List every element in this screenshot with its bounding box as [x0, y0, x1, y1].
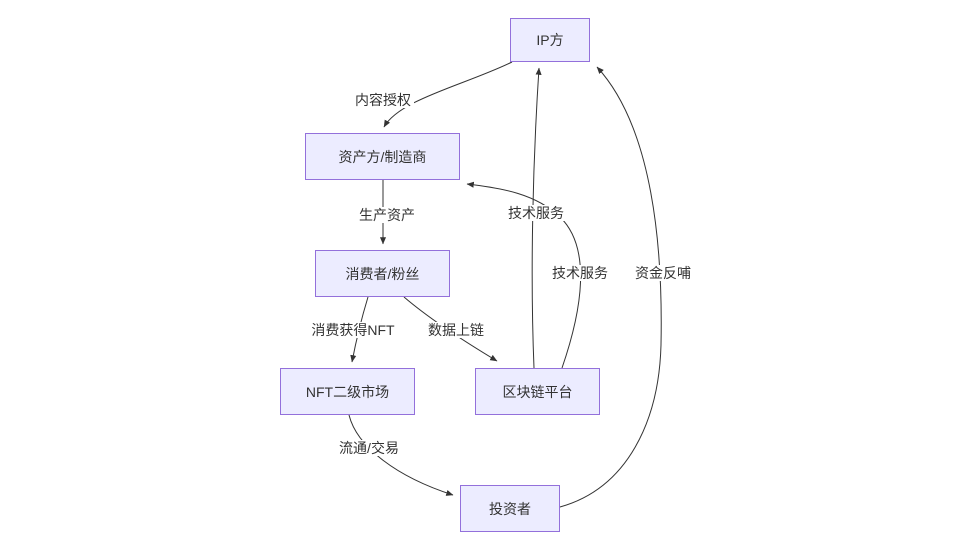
node-blockchain-platform: 区块链平台 [475, 368, 600, 415]
edge-label-trade: 流通/交易 [336, 440, 402, 456]
edge-label-tech-service-to-asset: 技术服务 [549, 265, 611, 281]
node-asset-manufacturer-label: 资产方/制造商 [338, 148, 427, 165]
node-investor-label: 投资者 [489, 500, 531, 517]
node-blockchain-platform-label: 区块链平台 [502, 383, 573, 400]
edge-label-produce-assets: 生产资产 [356, 207, 418, 223]
edge-label-funds-feedback: 资金反哺 [632, 265, 694, 281]
node-nft-secondary-market-label: NFT二级市场 [305, 383, 390, 400]
node-asset-manufacturer: 资产方/制造商 [305, 133, 460, 180]
node-consumer-fans-label: 消费者/粉丝 [345, 265, 420, 282]
edge-investor-to-ip [559, 66, 662, 508]
edge-nftmarket-to-investor [348, 414, 454, 496]
node-consumer-fans: 消费者/粉丝 [315, 250, 450, 297]
edge-label-tech-service-to-ip: 技术服务 [505, 205, 567, 221]
node-ip-party: IP方 [510, 18, 590, 62]
node-nft-secondary-market: NFT二级市场 [280, 368, 415, 415]
node-investor: 投资者 [460, 485, 560, 532]
edge-label-data-onchain: 数据上链 [425, 322, 487, 338]
edge-label-content-license: 内容授权 [352, 92, 414, 108]
edge-ip-to-asset [383, 61, 513, 128]
node-ip-party-label: IP方 [536, 32, 564, 48]
edge-label-consume-nft: 消费获得NFT [308, 322, 398, 338]
